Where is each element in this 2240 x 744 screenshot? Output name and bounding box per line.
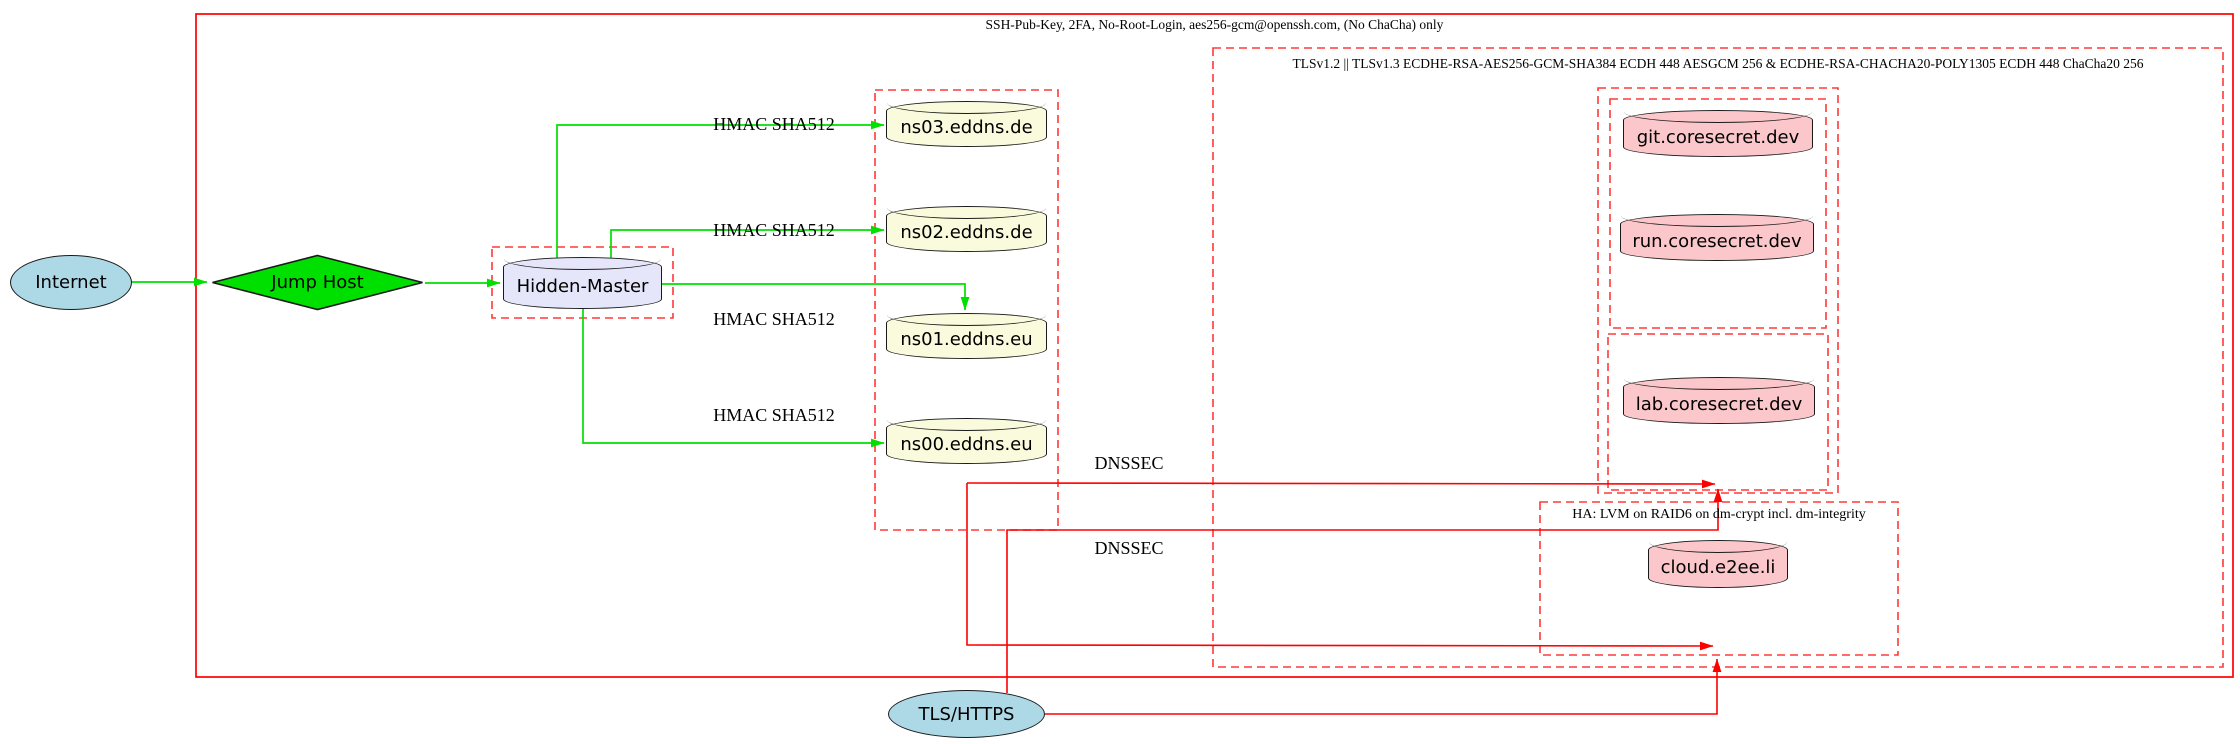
- node-lab-coresecret: lab.coresecret.dev: [1623, 377, 1815, 424]
- node-ns02: ns02.eddns.de: [886, 206, 1047, 252]
- diamond-shape: [212, 254, 423, 311]
- ha-cluster-box: [1539, 501, 1899, 656]
- node-internet: Internet: [10, 255, 132, 310]
- node-jump-host: Jump Host: [210, 254, 425, 311]
- node-git-coresecret: git.coresecret.dev: [1623, 110, 1813, 157]
- git-run-cluster-box: [1609, 98, 1827, 329]
- edge-label-hmac-ns01: HMAC SHA512: [713, 309, 835, 329]
- edge-dnssec-to-ha: [966, 483, 1714, 651]
- edge-hiddenmaster-ns03: [556, 120, 885, 258]
- coresecret-cluster-box: [1597, 87, 1839, 494]
- node-ns01: ns01.eddns.eu: [886, 313, 1047, 359]
- node-ns03: ns03.eddns.de: [886, 101, 1047, 147]
- node-ns00: ns00.eddns.eu: [886, 418, 1047, 464]
- edge-hiddenmaster-ns01: [662, 283, 970, 311]
- node-cloud-e2ee: cloud.e2ee.li: [1648, 540, 1788, 588]
- edge-hiddenmaster-ns00: [582, 309, 885, 448]
- ha-cluster-label: HA: LVM on RAID6 on dm-crypt incl. dm-in…: [1572, 507, 1866, 522]
- node-jump-host-label: Jump Host: [271, 272, 364, 293]
- eddns-cluster-box: [874, 89, 1059, 531]
- edge-label-hmac-ns02: HMAC SHA512: [713, 220, 835, 240]
- edge-label-hmac-ns00: HMAC SHA512: [713, 405, 835, 425]
- edge-tlshttps-to-ha: [1045, 658, 1722, 715]
- ssh-perimeter-box: [195, 13, 2234, 678]
- edge-label-dnssec-1: DNSSEC: [1094, 453, 1164, 473]
- node-tls-https: TLS/HTTPS: [888, 690, 1045, 738]
- node-run-coresecret: run.coresecret.dev: [1620, 214, 1814, 261]
- ssh-perimeter-label: SSH-Pub-Key, 2FA, No-Root-Login, aes256-…: [985, 17, 1444, 32]
- edge-hiddenmaster-ns02: [610, 225, 885, 258]
- edge-dnssec-to-coresecret: [966, 479, 1716, 489]
- node-hidden-master: Hidden-Master: [503, 257, 662, 309]
- edge-label-hmac-ns03: HMAC SHA512: [713, 114, 835, 134]
- edge-label-dnssec-2: DNSSEC: [1094, 538, 1164, 558]
- tls-cluster-label: TLSv1.2 || TLSv1.3 ECDHE-RSA-AES256-GCM-…: [1292, 56, 2144, 71]
- edge-tlshttps-to-coresecret: [1006, 488, 1723, 693]
